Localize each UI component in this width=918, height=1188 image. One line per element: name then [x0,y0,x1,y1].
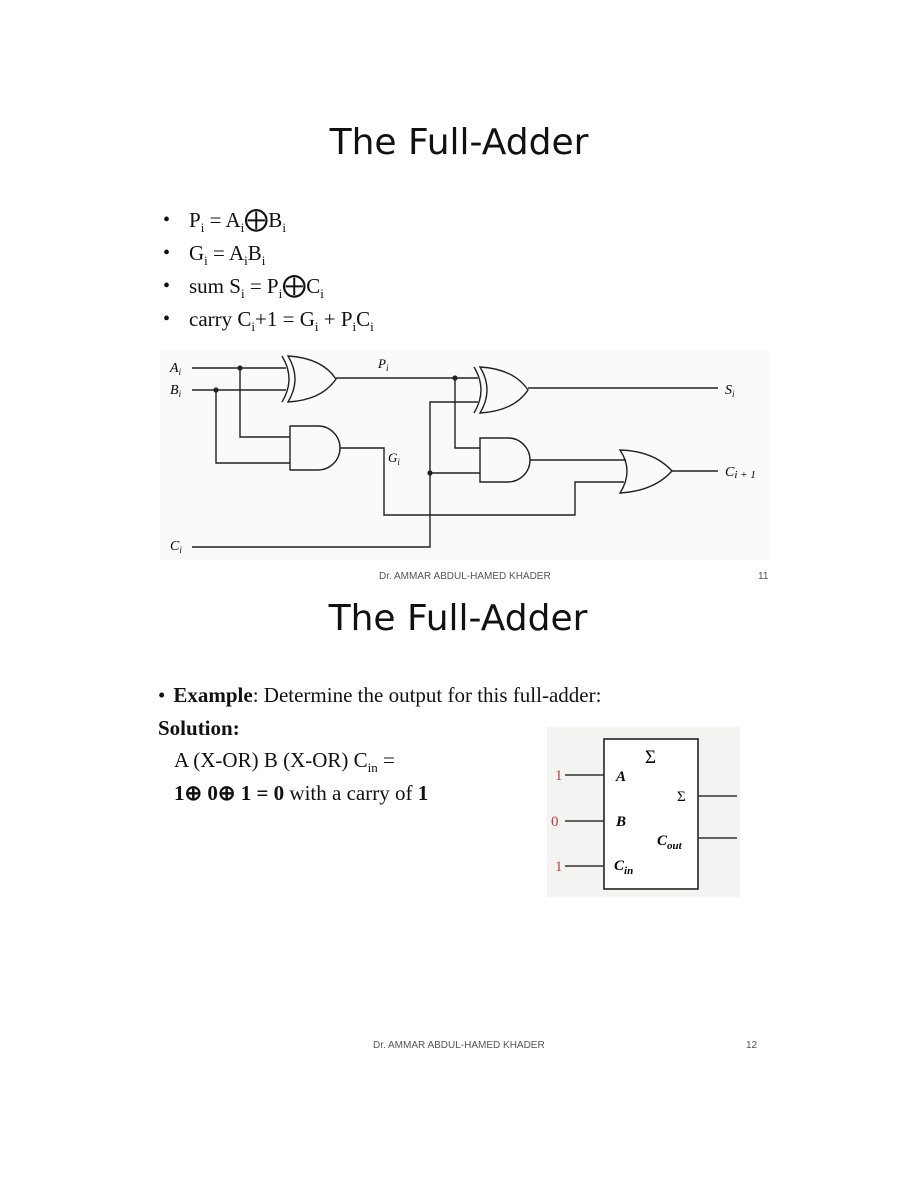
eq-text: G [189,241,205,265]
solution-line-1: A (X-OR) B (X-OR) Cin = [174,748,395,776]
input-cin-value: 1 [555,859,563,875]
port-cin-label: Cin [614,858,633,877]
eq-sub: i [244,253,248,269]
example-text: : Determine the output for this full-add… [252,683,602,707]
and-gate-1 [289,425,341,471]
solution-bold: 1 [417,781,429,805]
eq-text: = P [244,274,279,298]
eq-sub: i [261,253,266,269]
equation-sum: sum Si = Pi⨁Ci [163,270,374,303]
eq-text: +1 = G [255,307,315,331]
label-b: Bi [170,383,182,399]
eq-text: = A [204,208,241,232]
example-label: Example [173,683,253,707]
eq-sub: i [200,220,205,236]
label-c: Ci [170,539,182,555]
slide-2-page-number: 12 [746,1040,758,1051]
eq-text: P [189,208,201,232]
junction-dot [427,470,433,476]
input-a-value: 1 [555,768,563,784]
or-gate [618,449,673,494]
solution-text: A (X-OR) B (X-OR) C [174,748,368,772]
eq-sub: i [251,319,256,335]
xor-gate-2 [473,366,529,414]
label-s: Si [725,383,735,399]
xor-symbol: ⨁ [282,273,307,299]
eq-text: C [306,274,321,298]
slide-2-footer: Dr. AMMAR ABDUL-HAMED KHADER [373,1040,545,1051]
block-sigma-label: Σ [645,747,656,768]
wire-g [340,447,624,516]
equation-carry: carry Ci+1 = Gi + PiCi [163,303,374,336]
junction-dot [213,387,219,393]
equation-list: Pi = Ai⨁Bi Gi = AiBi sum Si = Pi⨁Ci carr… [163,204,374,336]
eq-sub: i [204,253,208,269]
label-carry-out: Ci + 1 [725,465,756,481]
eq-sub: i [240,220,245,236]
xor-gate-1 [281,355,337,403]
slide-1-page-number: 11 [758,571,769,582]
slide-1-footer: Dr. AMMAR ABDUL-HAMED KHADER [379,571,551,582]
and-gate-2 [479,437,531,483]
bullet-mark: • [158,683,166,707]
eq-text: + P [318,307,353,331]
eq-sub: i [320,286,324,302]
equation-generate: Gi = AiBi [163,237,374,270]
full-adder-block-diagram: 1 0 1 Σ A B Cin Σ Cout [547,727,740,897]
port-sum-label: Σ [677,789,686,805]
solution-text: with a carry of [284,781,418,805]
label-p: Pi [377,356,389,373]
eq-sub: i [314,319,319,335]
solution-text: = [377,748,395,772]
full-adder-circuit: Ai Bi Ci Pi Gi Si Ci + 1 [160,350,770,560]
eq-sub: i [282,220,286,236]
port-cout-label: Cout [657,833,683,852]
eq-text: B [268,208,283,232]
example-line: • Example: Determine the output for this … [158,683,601,708]
equation-propagate: Pi = Ai⨁Bi [163,204,374,237]
eq-sub: i [240,286,245,302]
input-b-value: 0 [551,814,559,830]
eq-text: carry C [189,307,252,331]
label-g: Gi [388,450,400,467]
full-adder-box [603,738,699,890]
eq-text: B [247,241,262,265]
circuit-background [160,350,770,560]
solution-sub: in [367,760,378,776]
eq-text: C [356,307,371,331]
eq-sub: i [278,286,283,302]
solution-bold: 1⊕ 0⊕ 1 = 0 [174,781,285,805]
slide-2-title: The Full-Adder [328,598,588,639]
eq-sub: i [370,319,374,335]
slide-1-title: The Full-Adder [329,122,589,163]
xor-symbol: ⨁ [244,207,269,233]
solution-label: Solution: [158,716,240,740]
wire-a-to-and1 [239,368,290,438]
port-a-label: A [615,769,626,785]
junction-dot [237,365,243,371]
port-b-label: B [615,814,626,830]
solution-line-2: 1⊕ 0⊕ 1 = 0 with a carry of 1 [174,781,428,806]
eq-text: sum S [189,274,241,298]
eq-sub: i [352,319,357,335]
eq-text: = A [207,241,245,265]
junction-dot [452,375,458,381]
wire-b-to-and1 [215,390,290,464]
label-a: Ai [169,361,182,377]
